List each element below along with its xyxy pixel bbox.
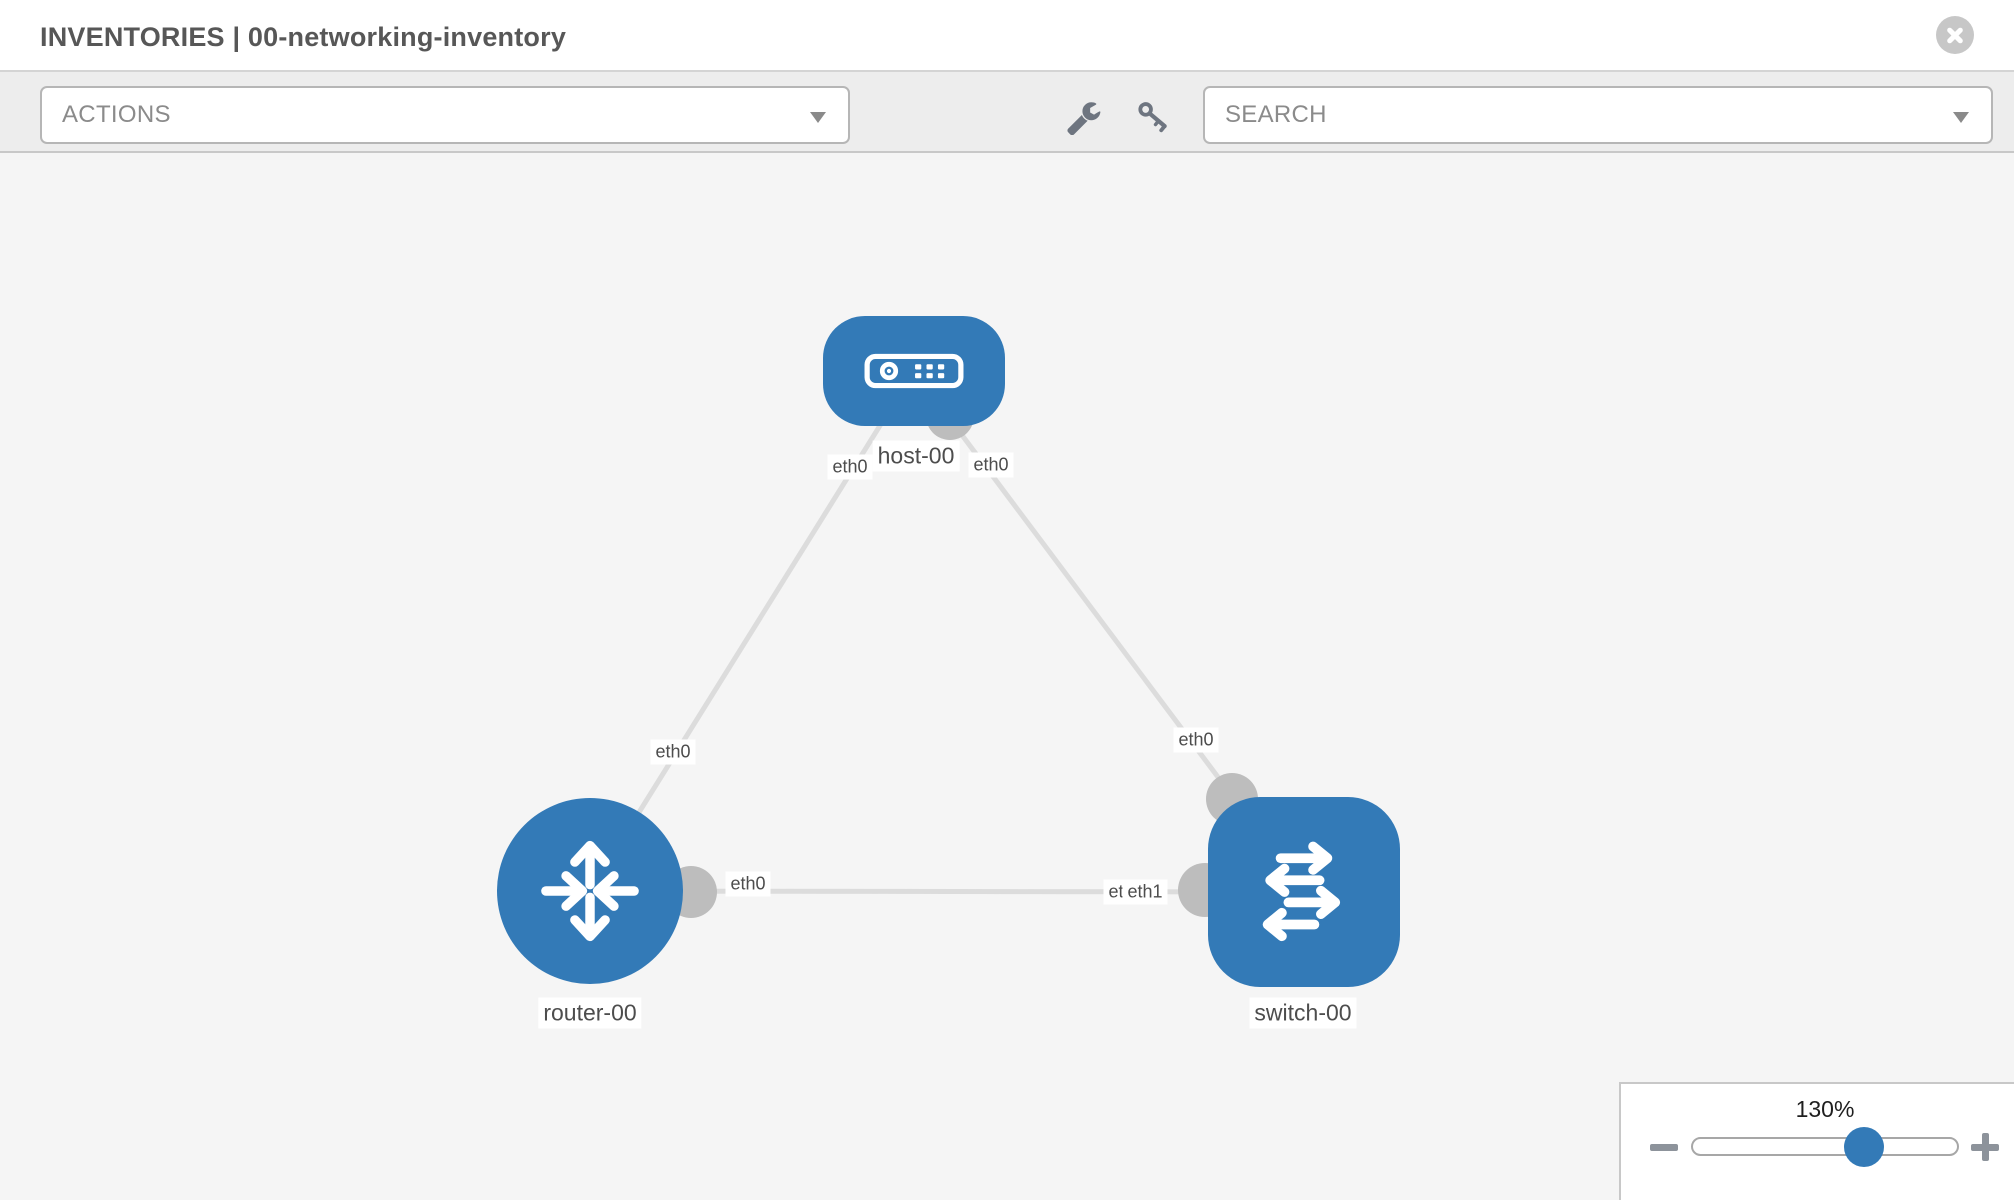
node-router-00[interactable]	[497, 798, 683, 984]
host-icon	[864, 353, 964, 389]
iface-label-eth0: eth0	[968, 452, 1014, 478]
chevron-down-icon	[1953, 112, 1969, 123]
chevron-down-icon	[810, 112, 826, 123]
credentials-button[interactable]	[1135, 98, 1173, 136]
iface-label-eth0: eth0	[1173, 727, 1219, 753]
close-button[interactable]	[1936, 16, 1974, 54]
wrench-icon	[1067, 102, 1101, 135]
node-label-host: host-00	[872, 440, 960, 472]
node-label-router: router-00	[538, 997, 642, 1029]
search-placeholder: SEARCH	[1225, 101, 1327, 128]
topology-canvas[interactable]: host-00 router-00 switch-00 eth0 eth0 et…	[0, 153, 2014, 1200]
node-switch-00[interactable]	[1208, 797, 1400, 987]
topology-links-layer	[587, 369, 1307, 918]
zoom-out-button[interactable]	[1647, 1130, 1681, 1164]
configure-button[interactable]	[1067, 98, 1105, 136]
plus-icon	[1981, 1133, 1989, 1161]
zoom-slider-track[interactable]	[1691, 1137, 1959, 1156]
zoom-slider-thumb[interactable]	[1844, 1127, 1884, 1167]
key-icon	[1138, 102, 1167, 133]
zoom-level-value: 130%	[1795, 1096, 1855, 1122]
toolbar: ACTIONS SEARCH	[0, 72, 2014, 153]
zoom-in-button[interactable]	[1968, 1130, 2002, 1164]
search-dropdown[interactable]: SEARCH	[1203, 86, 1993, 144]
switch-icon	[1262, 841, 1341, 942]
actions-dropdown-label: ACTIONS	[62, 101, 171, 128]
iface-label-eth1: eth1	[1122, 879, 1168, 905]
iface-label-eth0: eth0	[827, 454, 873, 480]
minus-icon	[1650, 1144, 1678, 1151]
node-host-00[interactable]	[823, 316, 1005, 426]
page-title: INVENTORIES | 00-networking-inventory	[40, 22, 567, 52]
router-icon	[541, 840, 639, 942]
iface-label-eth0: eth0	[650, 739, 696, 765]
iface-label-eth0: eth0	[725, 871, 771, 897]
zoom-control-panel: 130%	[1619, 1082, 2014, 1200]
panel-header: INVENTORIES | 00-networking-inventory	[0, 0, 2014, 72]
node-label-switch: switch-00	[1249, 997, 1357, 1029]
actions-dropdown[interactable]: ACTIONS	[40, 86, 850, 144]
